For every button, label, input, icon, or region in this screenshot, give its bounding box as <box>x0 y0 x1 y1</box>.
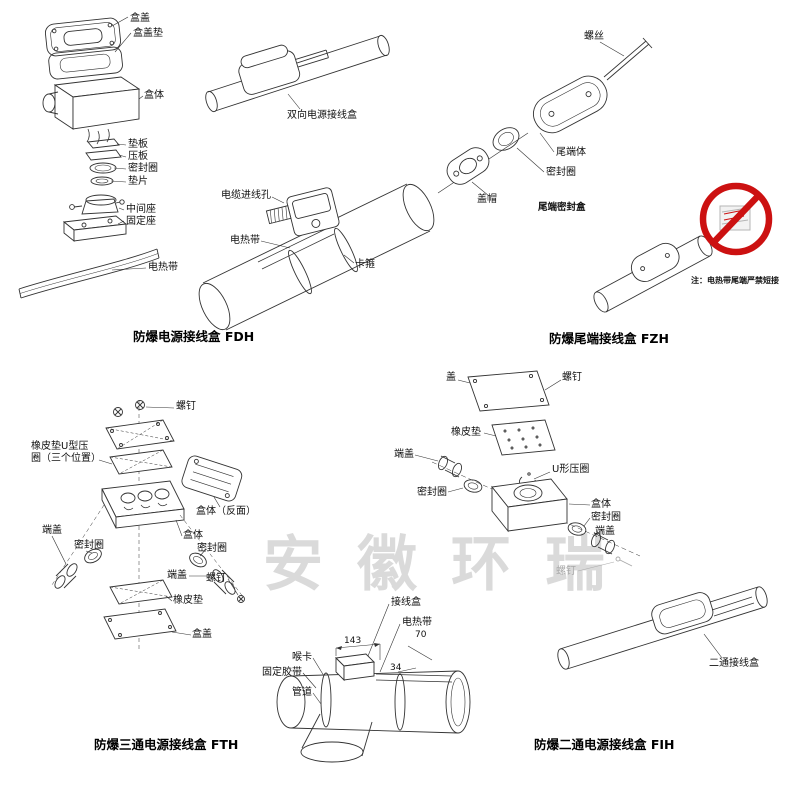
fih-label-cover: 盖 <box>446 372 456 383</box>
tee-label-pipe: 管道 <box>292 687 312 698</box>
fth-label-body: 盒体 <box>183 530 203 541</box>
fih-label-rubber-pad: 橡皮垫 <box>451 427 481 438</box>
fth-label-screw-right: 螺钉 <box>206 573 226 584</box>
fih-label-seal-ring-left: 密封圈 <box>417 487 447 498</box>
fdh-caption: 防爆电源接线盒 FDH <box>133 329 255 344</box>
fih-caption: 防爆二通电源接线盒 FIH <box>534 737 675 752</box>
fdh-label-cover-gasket: 盒盖垫 <box>133 28 163 39</box>
fih-drawing <box>414 370 768 670</box>
fth-label-rubber-u-ring-line2: 圈（三个位置） <box>31 453 101 464</box>
fdh-label-body: 盒体 <box>144 90 164 101</box>
pipe-device-label-clamp: 卡箍 <box>355 259 375 270</box>
tee-label-heating-cable: 电热带 <box>402 617 432 628</box>
fth-label-seal-ring-left: 密封圈 <box>74 540 104 551</box>
fth-label-rubber-u-ring: 橡皮垫U型压 圈（三个位置） <box>31 441 101 465</box>
bidirectional-label: 双向电源接线盒 <box>287 110 357 121</box>
fth-label-screw-top: 螺钉 <box>176 401 196 412</box>
fdh-label-fixed-seat: 固定座 <box>126 216 156 227</box>
fih-label-seal-ring-right: 密封圈 <box>591 512 621 523</box>
prohibition-icon <box>699 182 773 256</box>
fth-label-cover: 盒盖 <box>192 629 212 640</box>
fih-label-u-ring: U形压圈 <box>552 464 590 475</box>
fdh-label-backing-plate: 垫板 <box>128 139 148 150</box>
fth-label-body-reverse: 盒体（反面） <box>196 506 256 517</box>
fdh-drawing <box>18 16 160 299</box>
fdh-label-pressure-plate: 压板 <box>128 151 148 162</box>
fzh-drawing <box>437 37 773 313</box>
fih-label-two-way-box: 二通接线盒 <box>709 658 759 669</box>
tee-pipe-drawing <box>276 603 471 763</box>
fih-label-screw-faded: 螺钉 <box>556 566 576 577</box>
fth-label-end-cap-right: 端盖 <box>167 570 187 581</box>
pipe-device-label-heating-cable: 电热带 <box>230 235 260 246</box>
fth-drawing <box>51 400 245 650</box>
fih-label-screw: 螺钉 <box>562 372 582 383</box>
fzh-label-cap: 盖帽 <box>477 194 497 205</box>
tee-label-junction-box: 接线盒 <box>391 597 421 608</box>
fth-label-seal-ring-right: 密封圈 <box>197 543 227 554</box>
pipe-device-drawing <box>198 183 435 331</box>
bidirectional-drawing <box>205 34 390 113</box>
fdh-label-middle-seat: 中间座 <box>126 204 156 215</box>
pipe-device-label-cable-entry: 电缆进线孔 <box>221 190 271 201</box>
fth-label-rubber-pad: 橡皮垫 <box>173 595 203 606</box>
tee-label-hose-clamp: 喉卡 <box>292 652 312 663</box>
tee-dim-70: 70 <box>415 630 427 640</box>
fth-caption: 防爆三通电源接线盒 FTH <box>94 737 239 752</box>
fth-label-rubber-u-ring-line1: 橡皮垫U型压 <box>31 441 89 452</box>
fzh-note: 注：电热带尾端严禁短接 <box>691 276 779 285</box>
fzh-caption: 防爆尾端接线盒 FZH <box>549 331 669 346</box>
fzh-label-tail-body: 尾端体 <box>556 147 586 158</box>
fzh-label-screw: 螺丝 <box>584 31 604 42</box>
fih-label-end-cap-left: 端盖 <box>394 449 414 460</box>
fzh-label-tail-seal-box: 尾端密封盒 <box>538 202 586 213</box>
fdh-label-heating-cable: 电热带 <box>148 262 178 273</box>
fih-label-body: 盒体 <box>591 499 611 510</box>
fth-label-end-cap-left: 端盖 <box>42 525 62 536</box>
tee-dim-34: 34 <box>390 663 402 673</box>
tee-label-fixing-tape: 固定胶带 <box>262 667 302 678</box>
fdh-label-cover: 盒盖 <box>130 13 150 24</box>
fzh-label-seal-ring: 密封圈 <box>546 167 576 178</box>
watermark-text: 安徽环瑞 <box>263 530 639 600</box>
tee-dim-143: 143 <box>344 636 362 646</box>
fdh-label-shim: 垫片 <box>128 176 148 187</box>
fdh-label-seal-ring: 密封圈 <box>128 163 158 174</box>
fih-label-end-cap-right: 端盖 <box>595 526 615 537</box>
